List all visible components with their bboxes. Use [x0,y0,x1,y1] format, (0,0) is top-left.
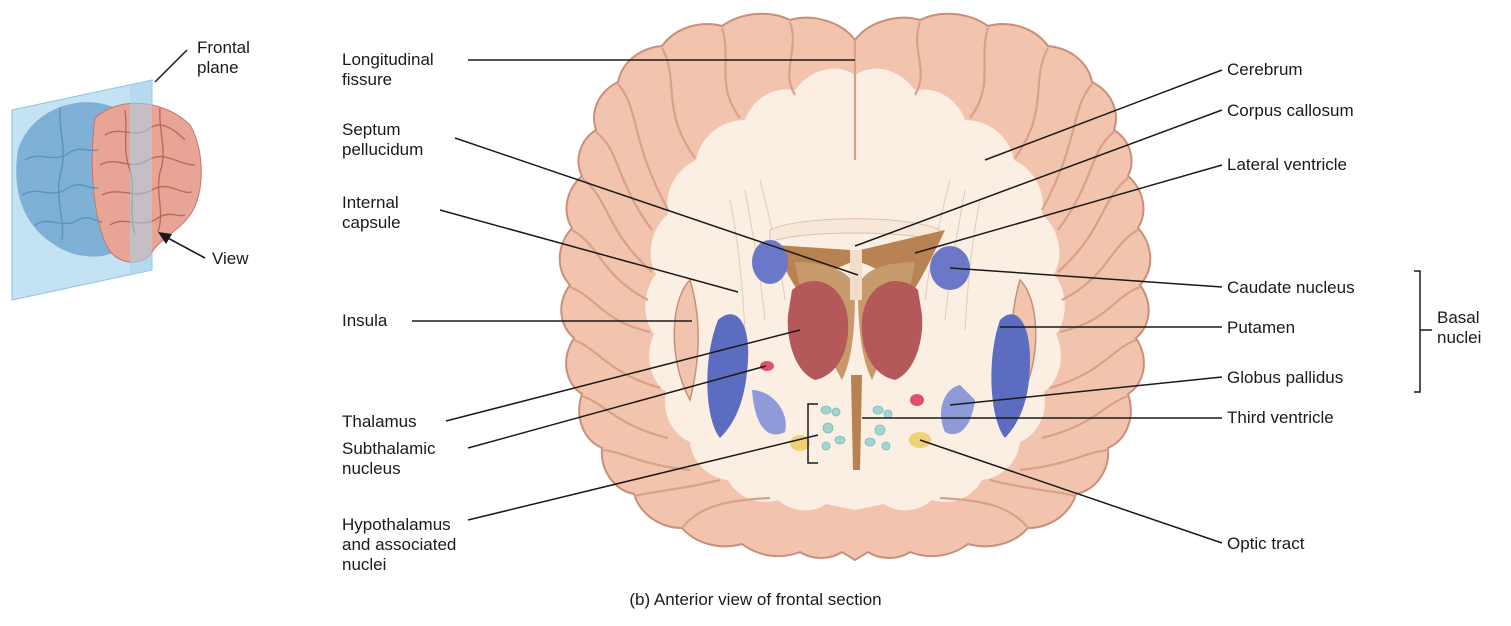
label-longitudinal-fissure-line2: fissure [342,70,434,90]
view-arrow-line [166,237,205,258]
subthalamic-nucleus-left [760,361,774,371]
label-hypothalamus-line2: and associated [342,535,456,555]
label-caudate-nucleus: Caudate nucleus [1227,278,1355,298]
inset-orientation [12,50,205,300]
label-basal-nuclei-line1: Basal [1437,308,1481,328]
label-corpus-callosum: Corpus callosum [1227,101,1354,121]
label-internal-capsule-line1: Internal [342,193,401,213]
label-internal-capsule-line2: capsule [342,213,401,233]
plane-pointer-line [155,50,187,82]
label-internal-capsule: Internal capsule [342,193,401,233]
label-longitudinal-fissure-line1: Longitudinal [342,50,434,70]
label-view: View [212,249,249,269]
label-hypothalamus: Hypothalamus and associated nuclei [342,515,456,575]
label-third-ventricle: Third ventricle [1227,408,1334,428]
caudate-nucleus-left [752,240,788,284]
label-subthalamic-nucleus: Subthalamic nucleus [342,439,436,479]
figure-caption: (b) Anterior view of frontal section [0,590,1511,610]
label-frontal-plane-line2: plane [197,58,250,78]
label-longitudinal-fissure: Longitudinal fissure [342,50,434,90]
label-septum-pellucidum: Septum pellucidum [342,120,423,160]
label-basal-nuclei-line2: nuclei [1437,328,1481,348]
label-insula: Insula [342,311,387,331]
label-lateral-ventricle: Lateral ventricle [1227,155,1347,175]
label-globus-pallidus: Globus pallidus [1227,368,1343,388]
subthalamic-nucleus-right [910,394,924,406]
label-basal-nuclei: Basal nuclei [1437,308,1481,348]
frontal-plane-front [130,80,152,275]
label-putamen: Putamen [1227,318,1295,338]
label-thalamus: Thalamus [342,412,417,432]
label-subthalamic-line1: Subthalamic [342,439,436,459]
label-hypothalamus-line3: nuclei [342,555,456,575]
label-optic-tract: Optic tract [1227,534,1304,554]
basal-nuclei-bracket [1414,271,1420,392]
coronal-section [560,14,1151,560]
label-hypothalamus-line1: Hypothalamus [342,515,456,535]
label-cerebrum: Cerebrum [1227,60,1303,80]
label-septum-pellucidum-line2: pellucidum [342,140,423,160]
label-subthalamic-line2: nucleus [342,459,436,479]
label-septum-pellucidum-line1: Septum [342,120,423,140]
label-frontal-plane-line1: Frontal [197,38,250,58]
label-frontal-plane: Frontal plane [197,38,250,78]
